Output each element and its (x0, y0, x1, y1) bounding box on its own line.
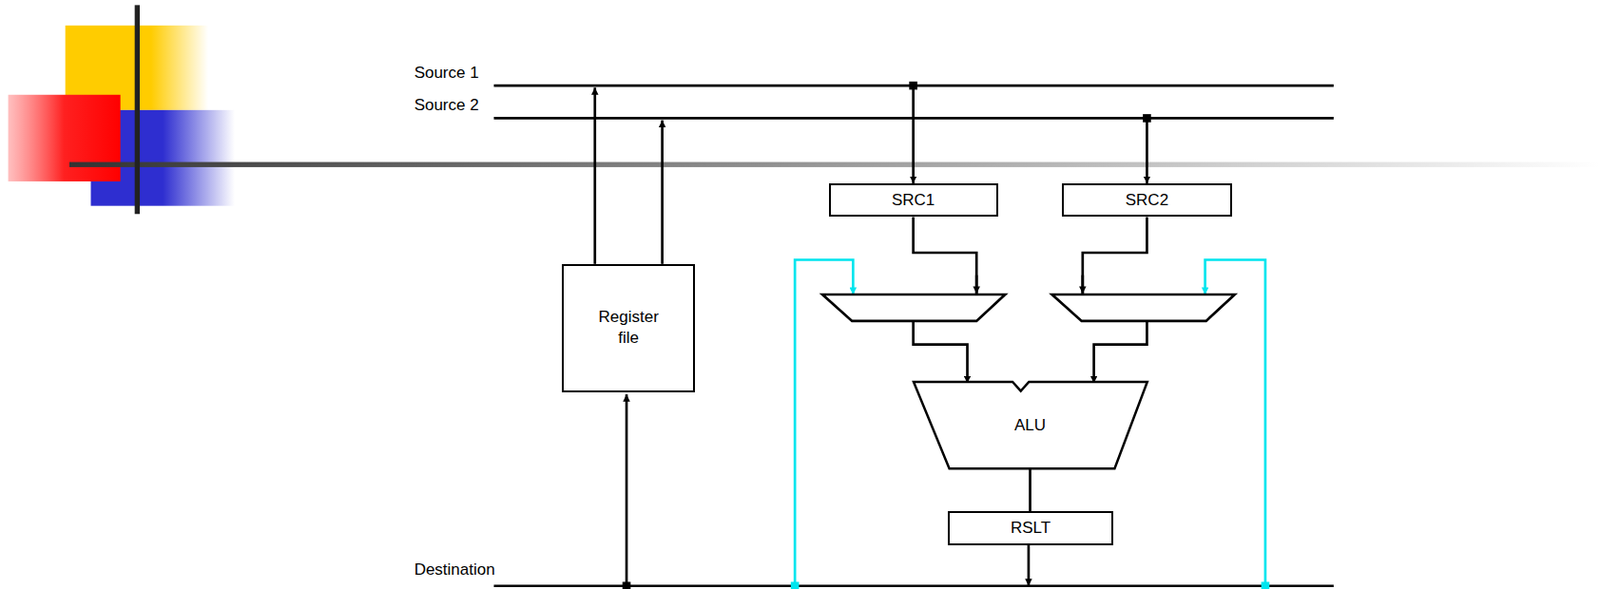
bus-wires (493, 85, 1333, 587)
register-file: Register file (561, 264, 695, 393)
node-text: SRC1 (891, 190, 935, 212)
corner-decor (8, 4, 1600, 214)
bus-label: Source 2 (412, 96, 482, 116)
feedback-path (790, 260, 1270, 589)
node-text: SRC2 (1125, 190, 1169, 212)
node-text: Register file (590, 307, 667, 349)
node-text: RSLT (1010, 518, 1051, 540)
multiplexer-symbol (822, 294, 1235, 322)
mux-input-arrow (976, 275, 1083, 294)
bus-taps (622, 81, 1152, 589)
data-connector (1028, 468, 1032, 512)
bus-label: Source 1 (412, 63, 482, 83)
alu-block: ALU (913, 382, 1148, 469)
source-register: SRC1 (828, 183, 999, 217)
node-text: ALU (1014, 415, 1046, 437)
alu-trapezoid (913, 382, 1148, 469)
bus-label: Destination (412, 560, 498, 580)
result-register: RSLT (947, 511, 1114, 545)
source-register: SRC2 (1061, 183, 1232, 217)
